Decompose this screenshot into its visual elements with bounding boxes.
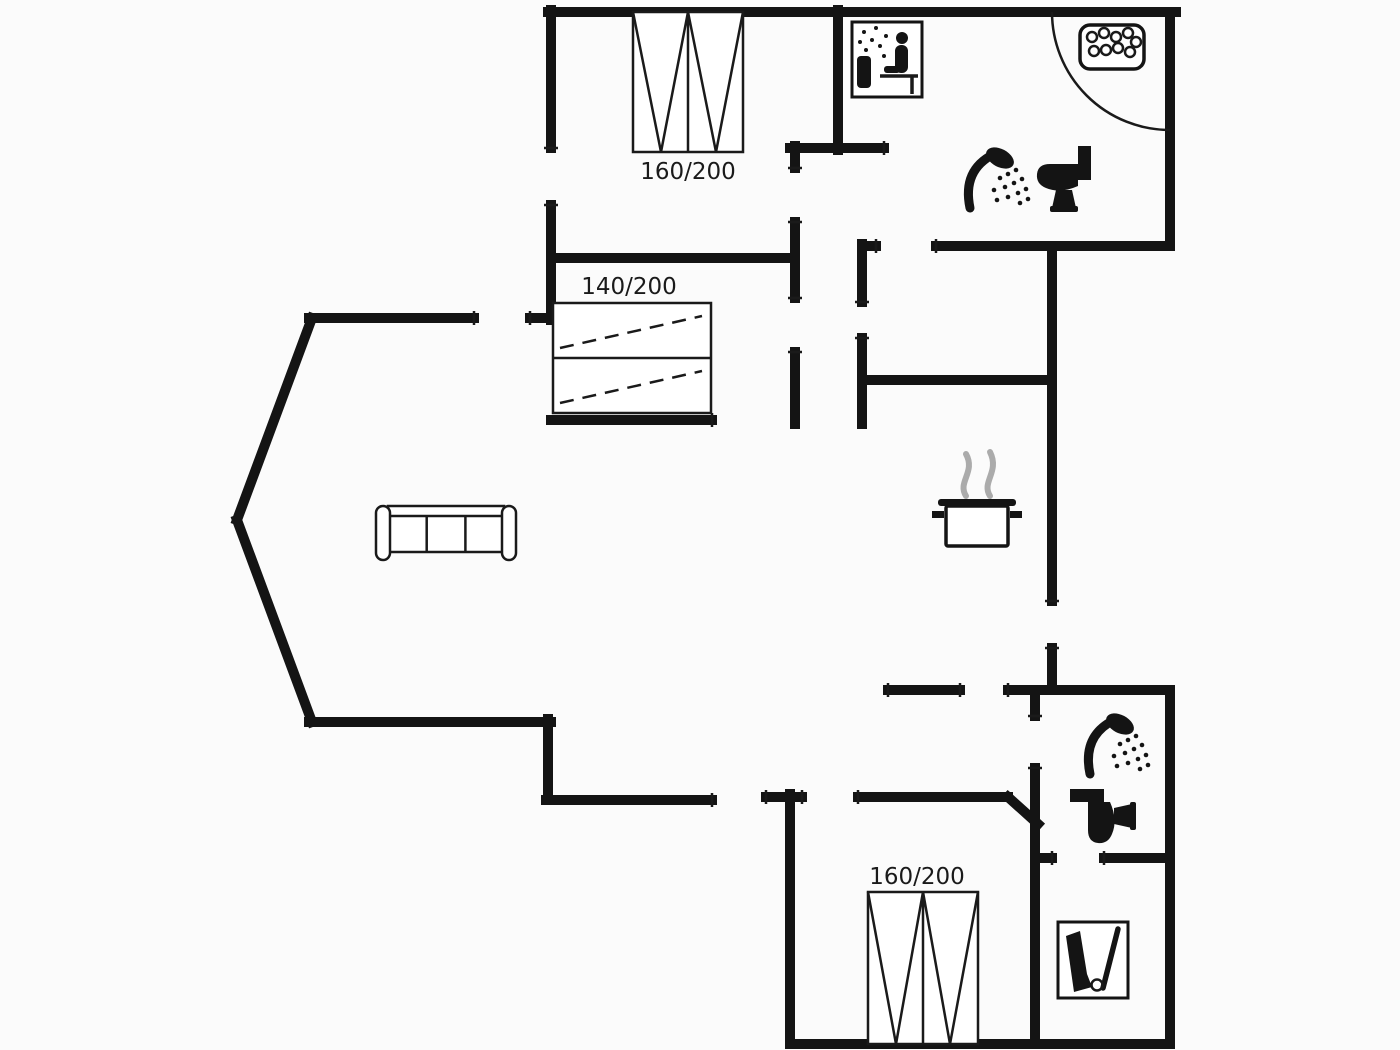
toilet-icon xyxy=(1036,146,1091,212)
curved-wall-arc xyxy=(1050,11,1171,132)
bed-size-label-bottom: 160/200 xyxy=(869,864,965,890)
cooking-pot-icon xyxy=(932,449,1022,548)
wardrobe-bed-icon xyxy=(631,10,745,154)
door-opening-ticks xyxy=(472,141,1106,865)
hot-tub-icon xyxy=(1078,23,1146,71)
bed-size-label-middle: 140/200 xyxy=(581,274,677,300)
shower-icon-lower xyxy=(1088,709,1150,774)
cleaning-closet-icon xyxy=(1056,920,1130,1000)
walls xyxy=(230,5,1181,1049)
sauna-icon xyxy=(850,20,924,99)
bed-size-label-top: 160/200 xyxy=(640,159,736,185)
shower-icon xyxy=(968,143,1030,208)
toilet-icon-lower xyxy=(1070,789,1136,844)
double-bed-icon xyxy=(551,301,713,415)
sofa-icon xyxy=(374,504,518,562)
single-bed-icon xyxy=(866,890,980,1046)
